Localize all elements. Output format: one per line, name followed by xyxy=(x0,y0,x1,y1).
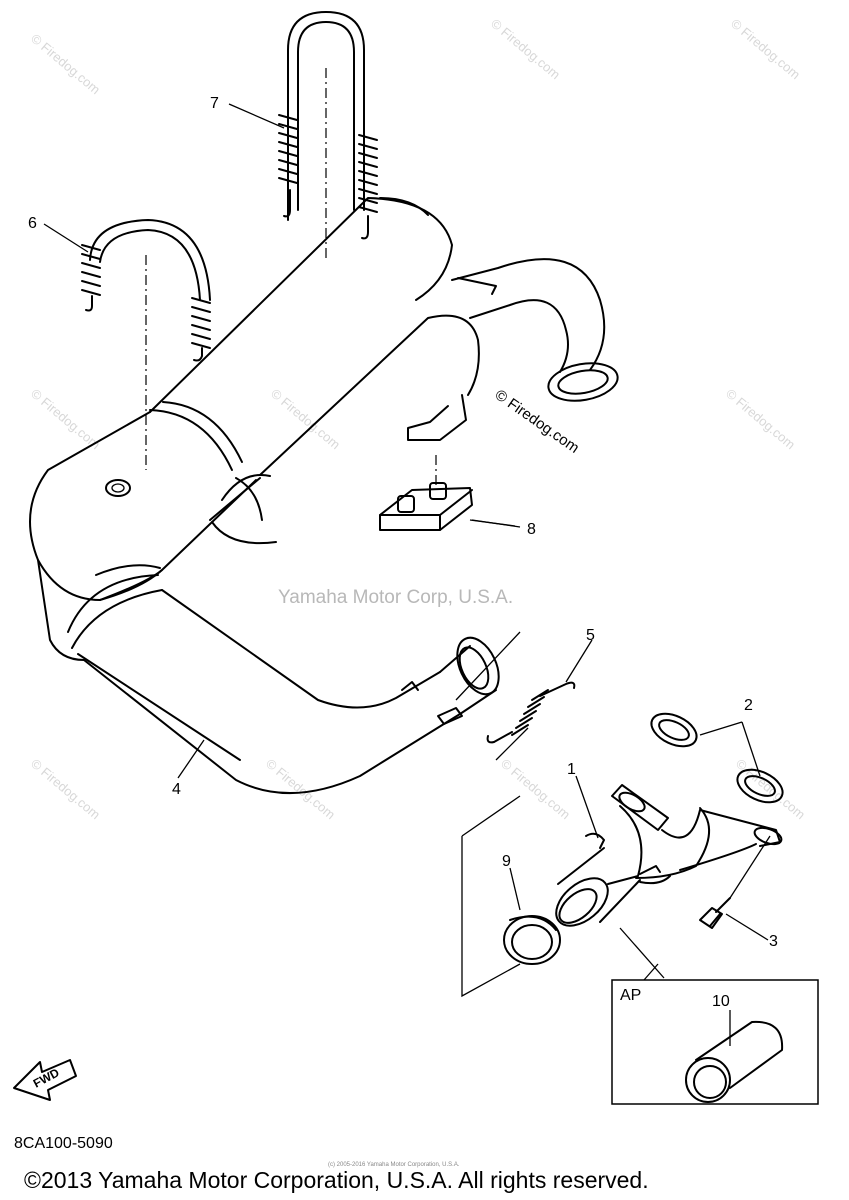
callout-7: 7 xyxy=(210,95,219,112)
callout-5: 5 xyxy=(586,627,595,644)
watermark-tile: © Firedog.com xyxy=(723,386,798,452)
watermark-tiles: © Firedog.com © Firedog.com © Firedog.co… xyxy=(28,16,808,822)
callout-10: 10 xyxy=(712,993,730,1010)
spring-5 xyxy=(486,681,576,744)
callout-1: 1 xyxy=(567,761,576,778)
callout-9: 9 xyxy=(502,853,511,870)
exhaust-pipe-1 xyxy=(555,784,783,927)
watermark-tile: © Firedog.com xyxy=(498,756,573,822)
gasket-9 xyxy=(503,915,561,965)
watermark-tile: © Firedog.com xyxy=(268,386,343,452)
bolt-3 xyxy=(699,835,771,929)
forward-arrow-icon: FWD xyxy=(13,1059,77,1101)
spring-hanger-6 xyxy=(81,219,211,362)
leader-lines xyxy=(43,103,769,941)
callout-8: 8 xyxy=(527,521,536,538)
callout-6: 6 xyxy=(28,215,37,232)
watermark-tile: © Firedog.com xyxy=(728,16,803,82)
callout-2: 2 xyxy=(744,697,753,714)
forward-label: FWD xyxy=(31,1065,62,1090)
callout-3: 3 xyxy=(769,933,778,950)
inset-ap-box: AP xyxy=(611,927,819,1105)
callout-4: 4 xyxy=(172,781,181,798)
watermark-tile: © Firedog.com xyxy=(28,31,103,97)
copyright-notice: ©2013 Yamaha Motor Corporation, U.S.A. A… xyxy=(24,1167,649,1193)
collar-10 xyxy=(685,1010,784,1103)
firedog-watermark: © Firedog.com xyxy=(492,386,583,456)
yamaha-watermark: Yamaha Motor Corp, U.S.A. xyxy=(278,587,513,608)
watermark-tile: © Firedog.com xyxy=(488,16,563,82)
spring-hanger-7 xyxy=(278,11,378,240)
watermark-tile: © Firedog.com xyxy=(28,756,103,822)
watermark-tile: © Firedog.com xyxy=(733,756,808,822)
tiny-footer: (c) 2005-2016 Yamaha Motor Corporation, … xyxy=(328,1162,460,1168)
muffler-assembly-4 xyxy=(29,197,619,794)
inset-label: AP xyxy=(620,987,641,1004)
callout-numbers: 1 2 3 4 5 6 7 8 9 10 xyxy=(28,95,778,1010)
watermark-tile: © Firedog.com xyxy=(28,386,103,452)
gasket-2 xyxy=(650,712,784,804)
diagram-code: 8CA100-5090 xyxy=(14,1135,113,1152)
group-bracket xyxy=(455,631,529,998)
